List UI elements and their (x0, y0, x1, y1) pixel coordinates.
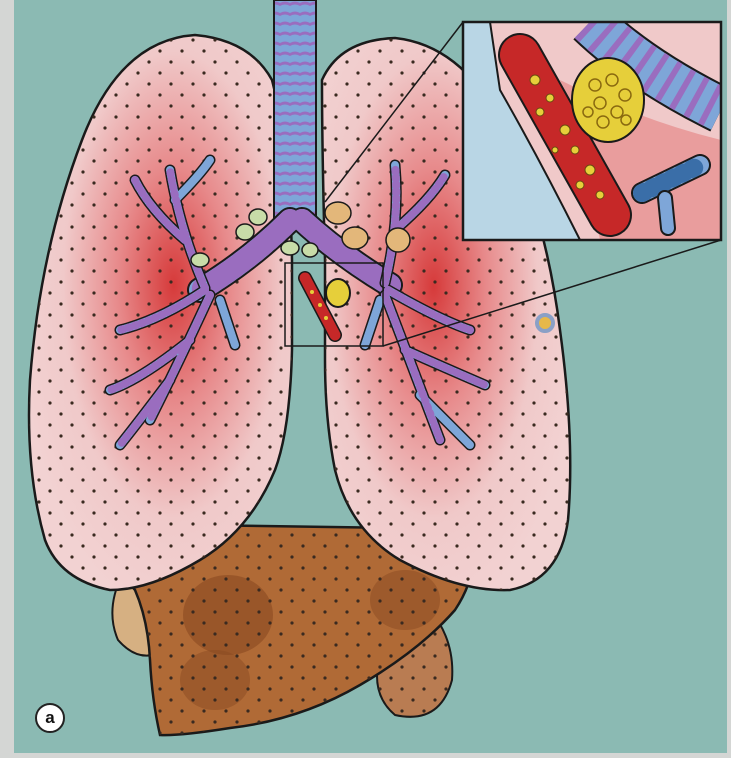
lymph-node-right-4 (302, 243, 318, 257)
lymph-node-left-1 (249, 209, 267, 225)
lymph-node-right-2 (342, 227, 368, 249)
lymph-node-left-2 (236, 224, 254, 240)
lesion-marker (537, 315, 553, 331)
lymph-node-right-3 (386, 228, 410, 252)
trachea (274, 0, 316, 225)
inset-granuloma (572, 58, 644, 142)
lymph-node-left-4 (191, 253, 209, 267)
lymph-node-left-3 (281, 241, 299, 255)
magnified-inset (463, 22, 721, 240)
lymph-node-right-1 (325, 202, 351, 224)
panel-label: a (35, 703, 65, 733)
hilar-granuloma (326, 279, 350, 307)
